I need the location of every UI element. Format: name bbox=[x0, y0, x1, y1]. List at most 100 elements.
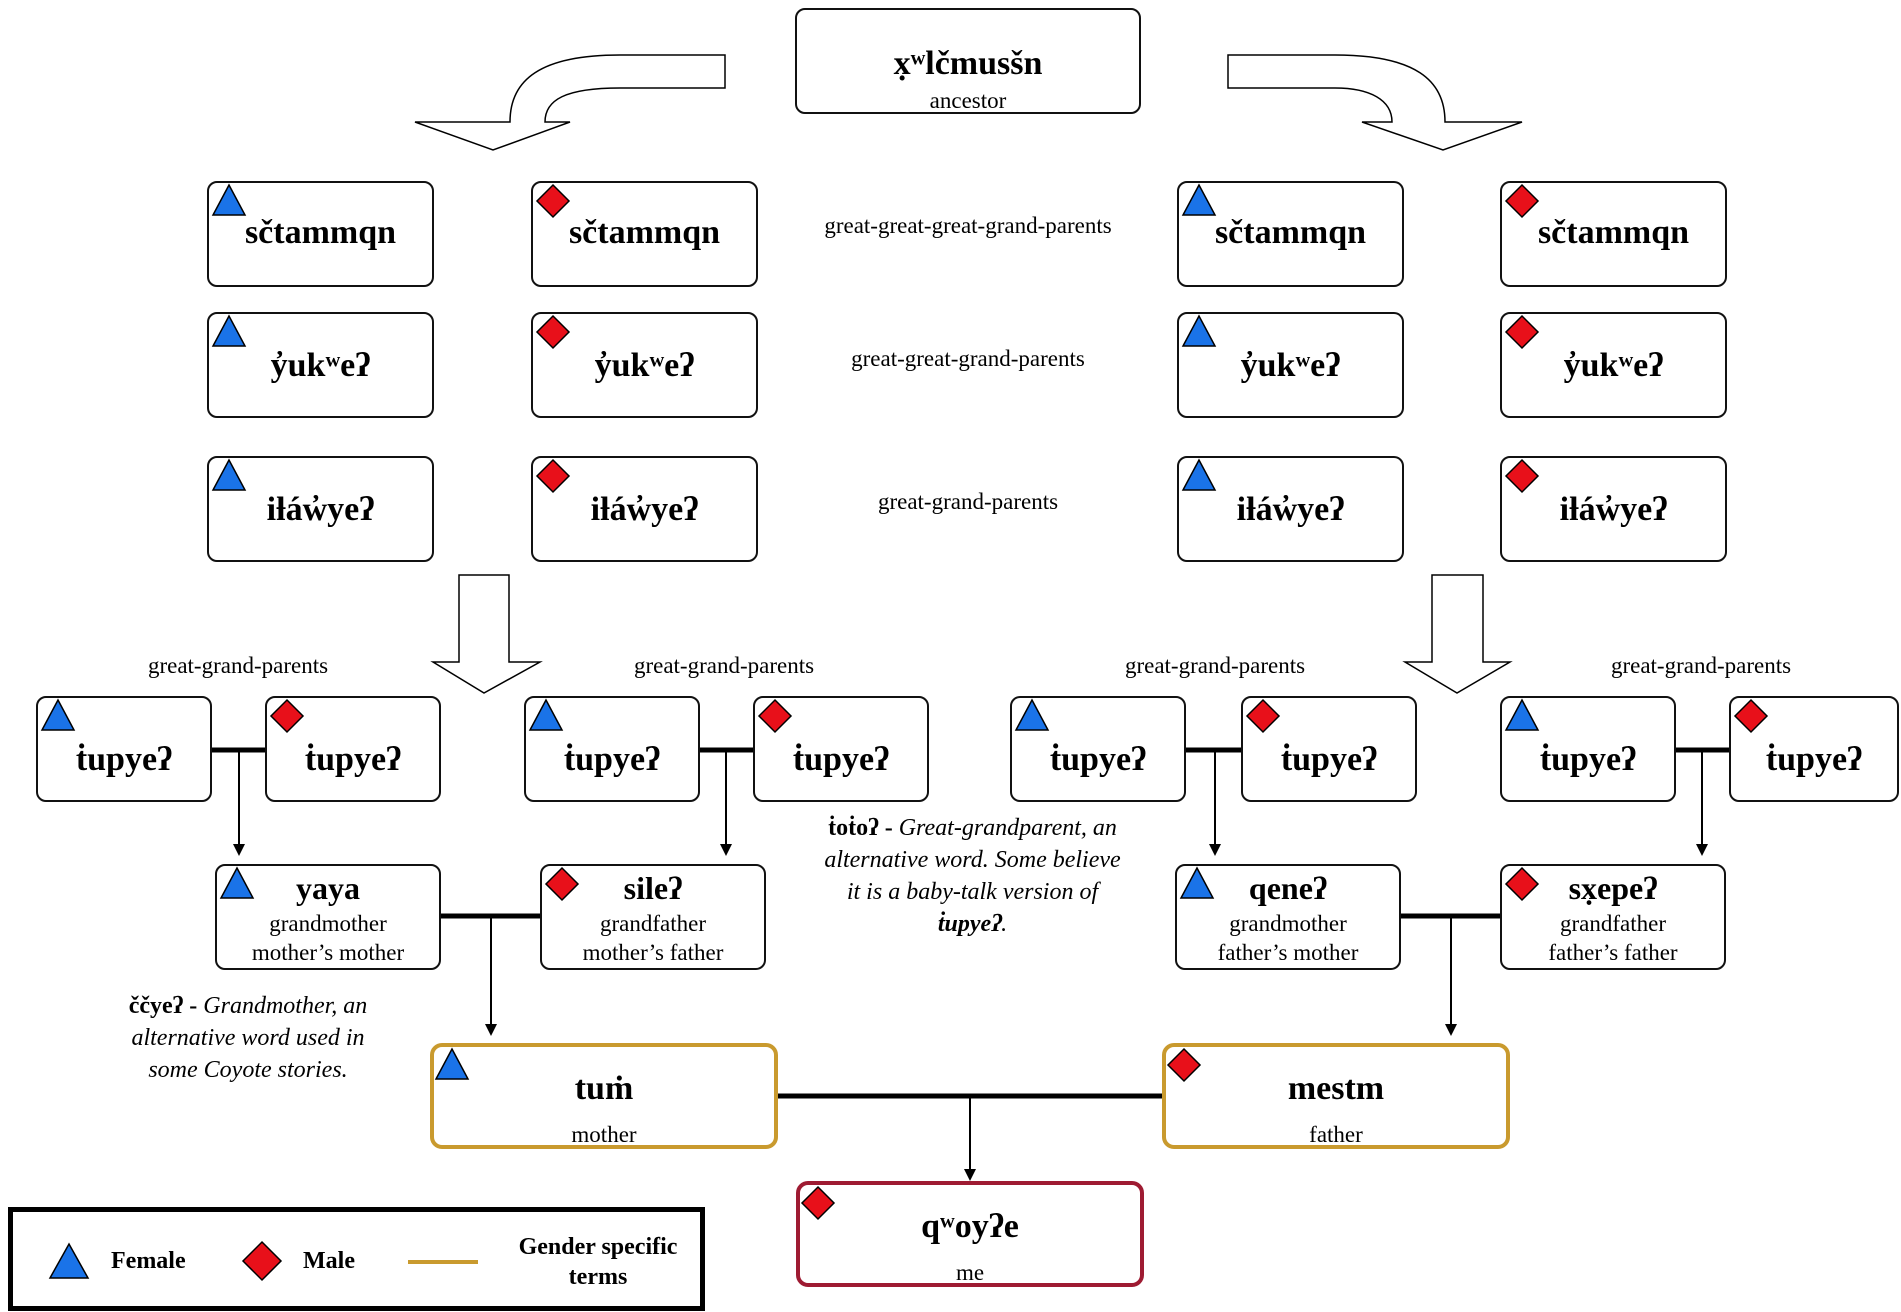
generation-label-g5: great-great-great-grand-parents bbox=[824, 213, 1112, 238]
legend-gender-swatch bbox=[408, 1260, 478, 1264]
g5-female-term-right: sčtammqn bbox=[1214, 214, 1367, 251]
great-grand-term: ṫupyeʔ bbox=[304, 741, 402, 778]
down-arrow-right bbox=[1402, 574, 1513, 694]
maternal-grandmother-term: yaya bbox=[296, 870, 360, 906]
great-grand-female-4: ṫupyeʔ bbox=[1500, 696, 1676, 802]
paternal-grandmother-term: qeneʔ bbox=[1248, 870, 1328, 906]
ancestor-box: x̣ʷlčmusšn ancestor bbox=[795, 8, 1141, 114]
g3-male-box-right: iƚáw̓yeʔ bbox=[1500, 456, 1727, 562]
curved-arrow-left-shape bbox=[414, 54, 726, 151]
great-grand-male-3: ṫupyeʔ bbox=[1241, 696, 1417, 802]
male-icon bbox=[269, 698, 305, 734]
male-icon bbox=[1504, 314, 1540, 350]
toto-line4: ṫupyeʔ. bbox=[785, 908, 1160, 940]
toto-text3: it is a baby-talk version of bbox=[846, 879, 1099, 905]
male-icon bbox=[1504, 183, 1540, 219]
g4-male-term: y̓ukʷeʔ bbox=[594, 347, 695, 384]
great-grand-caption-2: great-grand-parents bbox=[633, 653, 815, 678]
g5-female-box: sčtammqn bbox=[207, 181, 434, 287]
female-icon bbox=[211, 183, 247, 216]
male-icon bbox=[1245, 698, 1281, 734]
g5-female-term: sčtammqn bbox=[244, 214, 397, 251]
great-grand-caption-1: great-grand-parents bbox=[147, 653, 329, 678]
female-icon bbox=[1181, 458, 1217, 491]
maternal-grandfather-box: sileʔ grandfather mother’s father bbox=[540, 864, 766, 970]
paternal-grandfather-line2: father’s father bbox=[1548, 940, 1678, 965]
great-grand-female-3: ṫupyeʔ bbox=[1010, 696, 1186, 802]
g5-male-term: sčtammqn bbox=[568, 214, 721, 251]
ancestor-gloss: ancestor bbox=[929, 88, 1007, 113]
toto-text1: Great-grandparent, an bbox=[898, 815, 1117, 841]
great-grand-term: ṫupyeʔ bbox=[1539, 741, 1637, 778]
male-icon bbox=[544, 866, 580, 902]
great-grand-male-1: ṫupyeʔ bbox=[265, 696, 441, 802]
g4-female-box-right: y̓ukʷeʔ bbox=[1177, 312, 1404, 418]
female-icon bbox=[1179, 866, 1215, 899]
male-icon bbox=[241, 1240, 283, 1282]
mother-term: tuṁ bbox=[574, 1070, 634, 1107]
paternal-grandmother-line2: father’s mother bbox=[1217, 940, 1359, 965]
paternal-grandfather-box: sx̣epeʔ grandfather father’s father bbox=[1500, 864, 1726, 970]
g4-male-box-right: y̓ukʷeʔ bbox=[1500, 312, 1727, 418]
paternal-grandmother-line1: grandmother bbox=[1229, 911, 1347, 936]
cce-note: ččyeʔ - Grandmother, an alternative word… bbox=[93, 990, 403, 1086]
great-grand-term: ṫupyeʔ bbox=[1049, 741, 1147, 778]
ancestor-term: x̣ʷlčmusšn bbox=[893, 45, 1043, 82]
g3-male-term: iƚáw̓yeʔ bbox=[590, 491, 699, 528]
great-grand-female-2: ṫupyeʔ bbox=[524, 696, 700, 802]
toto-word: ṫupyeʔ bbox=[937, 911, 1002, 937]
male-icon bbox=[535, 458, 571, 494]
male-icon bbox=[535, 314, 571, 350]
great-grand-term: ṫupyeʔ bbox=[75, 741, 173, 778]
great-grand-term: ṫupyeʔ bbox=[792, 741, 890, 778]
self-term: qʷoyʔe bbox=[921, 1208, 1019, 1245]
great-grand-female-1: ṫupyeʔ bbox=[36, 696, 212, 802]
great-grand-caption-4: great-grand-parents bbox=[1610, 653, 1792, 678]
maternal-grandmother-line1: grandmother bbox=[269, 911, 387, 936]
generation-label-g3: great-grand-parents bbox=[877, 489, 1059, 514]
self-gloss: me bbox=[955, 1260, 985, 1285]
great-grand-caption-3: great-grand-parents bbox=[1124, 653, 1306, 678]
paternal-grandmother-box: qeneʔ grandmother father’s mother bbox=[1175, 864, 1401, 970]
male-icon bbox=[1166, 1047, 1202, 1083]
legend-female-label: Female bbox=[111, 1248, 186, 1274]
male-icon bbox=[1504, 458, 1540, 494]
legend-gender-line1: Gender specific bbox=[518, 1234, 678, 1260]
mother-gloss: mother bbox=[571, 1122, 637, 1147]
father-term: mestm bbox=[1287, 1070, 1385, 1107]
female-icon bbox=[48, 1242, 90, 1279]
curved-arrow-right-shape bbox=[1227, 54, 1523, 151]
great-grand-term: ṫupyeʔ bbox=[1280, 741, 1378, 778]
father-box: mestm father bbox=[1162, 1043, 1510, 1149]
g4-female-term: y̓ukʷeʔ bbox=[270, 347, 371, 384]
cce-text2: alternative word used in bbox=[131, 1025, 365, 1051]
female-icon bbox=[1181, 183, 1217, 216]
maternal-grandfather-line2: mother’s father bbox=[582, 940, 724, 965]
maternal-grandmother-line2: mother’s mother bbox=[251, 940, 405, 965]
down-arrow-left bbox=[430, 574, 543, 694]
cce-headword: ččyeʔ - bbox=[128, 993, 198, 1019]
g5-male-term-right: sčtammqn bbox=[1537, 214, 1690, 251]
female-icon bbox=[528, 698, 564, 731]
g3-male-term-right: iƚáw̓yeʔ bbox=[1559, 491, 1668, 528]
toto-line1: ṫoṫoʔ - Great-grandparent, an bbox=[785, 812, 1160, 844]
female-icon bbox=[40, 698, 76, 731]
legend-male-label: Male bbox=[303, 1248, 355, 1274]
cce-text1: Grandmother, an bbox=[203, 993, 368, 1019]
self-box: qʷoyʔe me bbox=[796, 1181, 1144, 1287]
g5-male-box-right: sčtammqn bbox=[1500, 181, 1727, 287]
paternal-grandfather-term: sx̣epeʔ bbox=[1568, 870, 1658, 906]
toto-headword: ṫoṫoʔ - bbox=[828, 815, 893, 841]
g3-female-term: iƚáw̓yeʔ bbox=[266, 491, 375, 528]
cce-text3: some Coyote stories. bbox=[148, 1057, 348, 1083]
g5-male-box: sčtammqn bbox=[531, 181, 758, 287]
female-icon bbox=[434, 1047, 470, 1080]
g3-female-box: iƚáw̓yeʔ bbox=[207, 456, 434, 562]
paternal-grandfather-line1: grandfather bbox=[1560, 911, 1666, 936]
generation-label-g4: great-great-grand-parents bbox=[851, 346, 1085, 371]
g3-female-term-right: iƚáw̓yeʔ bbox=[1236, 491, 1345, 528]
toto-note: ṫoṫoʔ - Great-grandparent, an alternativ… bbox=[785, 812, 1160, 940]
female-icon bbox=[1014, 698, 1050, 731]
female-icon bbox=[211, 314, 247, 347]
